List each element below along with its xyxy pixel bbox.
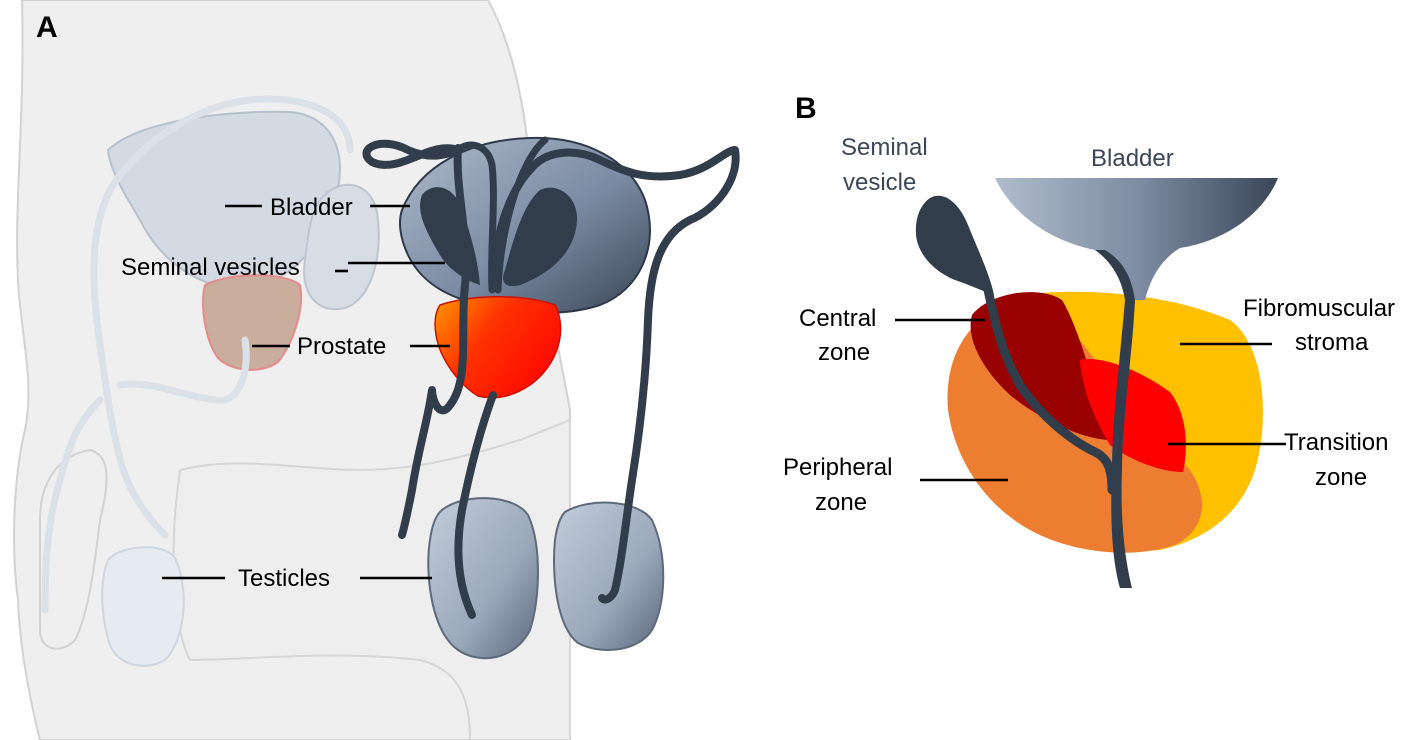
label-fibromuscular-1: Fibromuscular [1243,295,1395,322]
bladder-b-shape [995,178,1278,300]
ejaculatory-duct [983,285,1117,495]
ghost-testicle [101,546,185,667]
label-testicles: Testicles [238,565,330,592]
label-central-zone-1: Central [799,305,876,332]
label-transition-2: zone [1315,464,1367,491]
label-bladder-a: Bladder [270,194,353,221]
vas-deferens-right [490,146,740,604]
label-transition-1: Transition [1284,429,1388,456]
panel-a-letter: A [36,11,58,44]
ghost-seminal-vesicle [303,183,380,311]
transition-zone [1080,359,1186,472]
seminal-vesicle-right [503,187,578,287]
vas-deferens-center [454,391,497,619]
label-fibromuscular-2: stroma [1295,329,1369,356]
ghost-vas-deferens [41,95,354,614]
label-seminal-vesicles: Seminal vesicles [121,254,300,281]
label-peripheral-2: zone [815,489,867,516]
label-prostate: Prostate [297,333,386,360]
urethra [1095,250,1135,588]
testicle-right [553,501,665,651]
panel-a: A Bladder Seminal vesicles Prostate Test… [13,0,740,740]
vas-deferens-inner [454,136,549,294]
testicle-left [427,497,539,660]
central-zone [970,292,1110,440]
label-seminal-vesicle-b-2: vesicle [843,169,916,196]
panel-b: B Seminal vesicle Bladder Central zone F… [783,92,1395,588]
label-seminal-vesicle-b-1: Seminal [841,134,928,161]
label-peripheral-1: Peripheral [783,454,892,481]
panel-b-letter: B [795,92,817,125]
seminal-vesicle-b [915,195,994,295]
vas-deferens-left [362,139,471,539]
label-bladder-b: Bladder [1091,145,1174,172]
label-central-zone-2: zone [818,339,870,366]
